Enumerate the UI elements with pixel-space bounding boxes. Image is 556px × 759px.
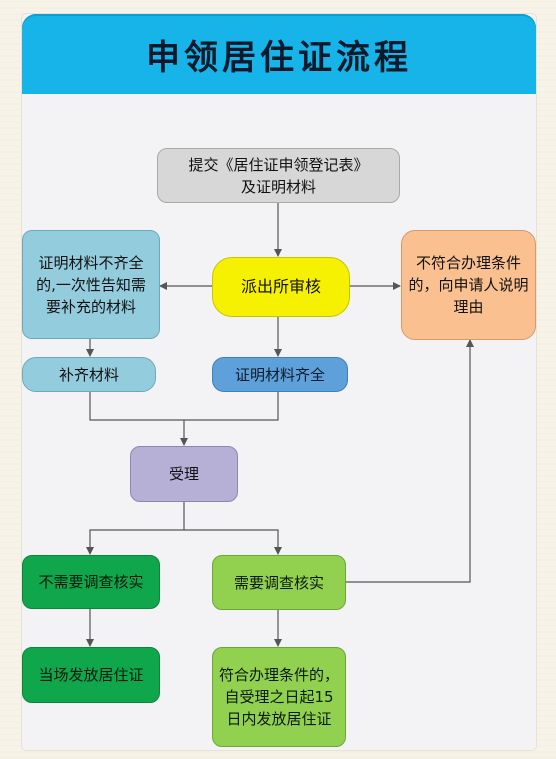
step-supplement-materials: 补齐材料 [22,357,156,392]
step-no-investigation: 不需要调查核实 [22,555,160,609]
step-issue-within-15-days: 符合办理条件的，自受理之日起15日内发放居住证 [212,647,346,747]
step-issue-onsite: 当场发放居住证 [22,647,160,703]
connector-accept-split [86,502,185,555]
title-banner: 申领居住证流程 [22,14,536,94]
arrow-need-investigation-to-notqualified [346,339,474,583]
step-accept: 受理 [130,446,238,502]
step-submit-form: 提交《居住证申领登记表》 及证明材料 [157,148,400,203]
connector-supplement-complete-merge [89,392,279,421]
step-materials-complete: 证明材料齐全 [212,357,348,392]
step-need-investigation: 需要调查核实 [212,555,346,610]
diagram-title: 申领居住证流程 [146,37,412,78]
step-police-review: 派出所审核 [212,257,350,317]
arrow-accept-to-need-investigation [184,529,282,555]
step-not-qualified: 不符合办理条件的，向申请人说明理由 [401,230,536,340]
step-incomplete-materials: 证明材料不齐全的,一次性告知需要补充的材料 [22,230,160,339]
